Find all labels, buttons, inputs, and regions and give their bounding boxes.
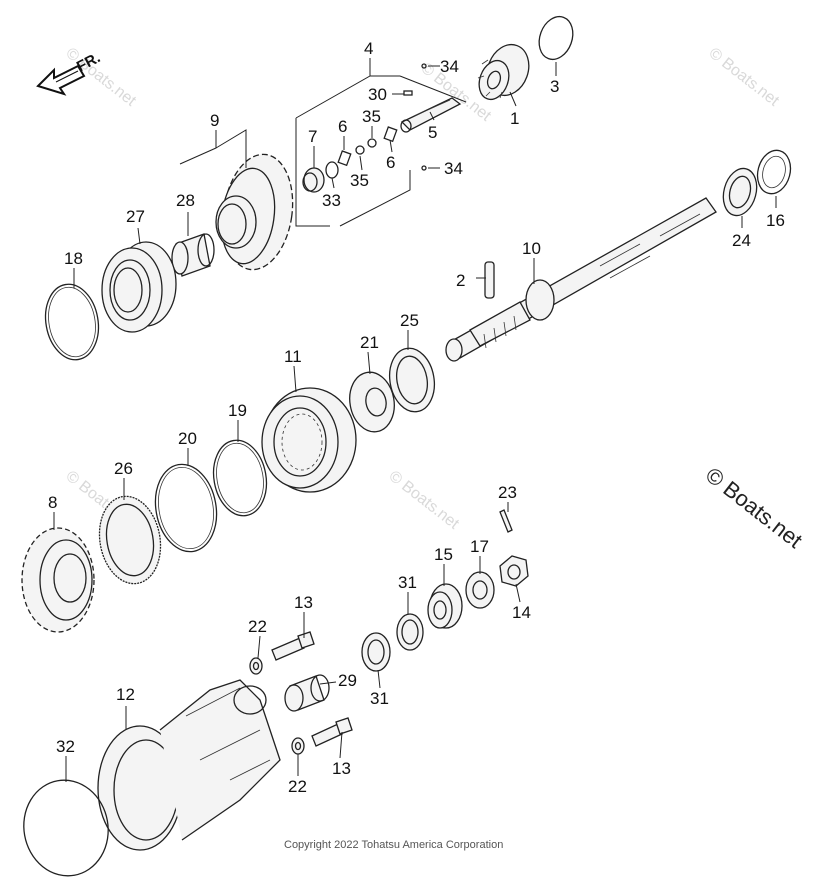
part-12-carrier-housing [97,679,281,851]
part-32-ring [23,779,109,877]
callout-labels: 1 2 3 4 5 6 6 7 8 9 10 11 12 13 13 14 15… [48,39,785,796]
part-19-ring [212,439,268,517]
part-24-thrust-bearing [722,167,758,217]
callout-35-upper: 35 [362,107,381,126]
part-31-oil-seal-lower [361,632,391,672]
part-13-bolt-lower [311,717,353,747]
callout-22-lower: 22 [288,777,307,796]
callout-6-lower: 6 [386,153,395,172]
callout-15: 15 [434,545,453,564]
part-9-bevel-gear [215,153,294,271]
part-3-ring [538,15,574,61]
callout-31-lower: 31 [370,689,389,708]
callout-11: 11 [284,347,302,366]
callout-13-upper: 13 [294,593,313,612]
callout-10: 10 [522,239,541,258]
callout-34-upper: 34 [440,57,459,76]
callout-28: 28 [176,191,195,210]
callout-1: 1 [510,109,519,128]
callout-29: 29 [338,671,357,690]
callout-9: 9 [210,111,219,130]
callout-20: 20 [178,429,197,448]
callout-26: 26 [114,459,133,478]
part-13-bolt-upper [271,631,315,661]
watermark: © Boats.net [386,468,463,533]
callout-5: 5 [428,123,437,142]
callout-33: 33 [322,191,341,210]
callout-6-upper: 6 [338,117,347,136]
part-25-thrust-bearing [388,347,436,413]
callout-21: 21 [360,333,379,352]
part-10-propeller-shaft [445,197,717,362]
callout-3: 3 [550,77,559,96]
callout-2: 2 [456,271,465,290]
callout-30: 30 [368,85,387,104]
callout-4: 4 [364,39,373,58]
part-26-thrust-bearing [98,495,162,585]
copyright-notice: Copyright 2022 Tohatsu America Corporati… [284,839,503,851]
part-23-cotter-pin [499,509,513,533]
callout-12: 12 [116,685,135,704]
callout-27: 27 [126,207,145,226]
callout-31-upper: 31 [398,573,417,592]
callout-16: 16 [766,211,785,230]
part-21-washer [349,371,395,433]
part-27-bearing [101,241,177,333]
part-20-ring [154,463,218,553]
callout-14: 14 [512,603,531,622]
part-29-needle-bearing [284,674,330,712]
part-11-bearing-housing [261,387,357,493]
callout-17: 17 [470,537,489,556]
callout-23: 23 [498,483,517,502]
callout-22-upper: 22 [248,617,267,636]
callout-35-lower: 35 [350,171,369,190]
part-17-washer [465,571,495,609]
part-14-nut [499,555,529,587]
part-16-washer [756,149,792,195]
part-22-washer-lower [291,737,305,755]
watermark-dark: © Boats.net [701,462,807,553]
part-31-oil-seal-upper [396,613,424,651]
callout-32: 32 [56,737,75,756]
callout-8: 8 [48,493,57,512]
part-1-clutch [477,43,530,101]
callout-18: 18 [64,249,83,268]
callout-24: 24 [732,231,751,250]
callout-19: 19 [228,401,247,420]
callout-7: 7 [308,127,317,146]
callout-34-lower: 34 [444,159,463,178]
part-28-needle-bearing [171,233,215,277]
part-22-washer-upper [249,657,263,675]
part-15-spacer [427,583,463,629]
part-18-ring [44,283,100,361]
watermark: © Boats.net [706,45,783,110]
part-8-reverse-gear [21,527,95,633]
part-2-pin [484,261,495,299]
callout-13-lower: 13 [332,759,351,778]
leader-lines [53,58,777,782]
small-pin-parts [302,63,427,193]
callout-25: 25 [400,311,419,330]
